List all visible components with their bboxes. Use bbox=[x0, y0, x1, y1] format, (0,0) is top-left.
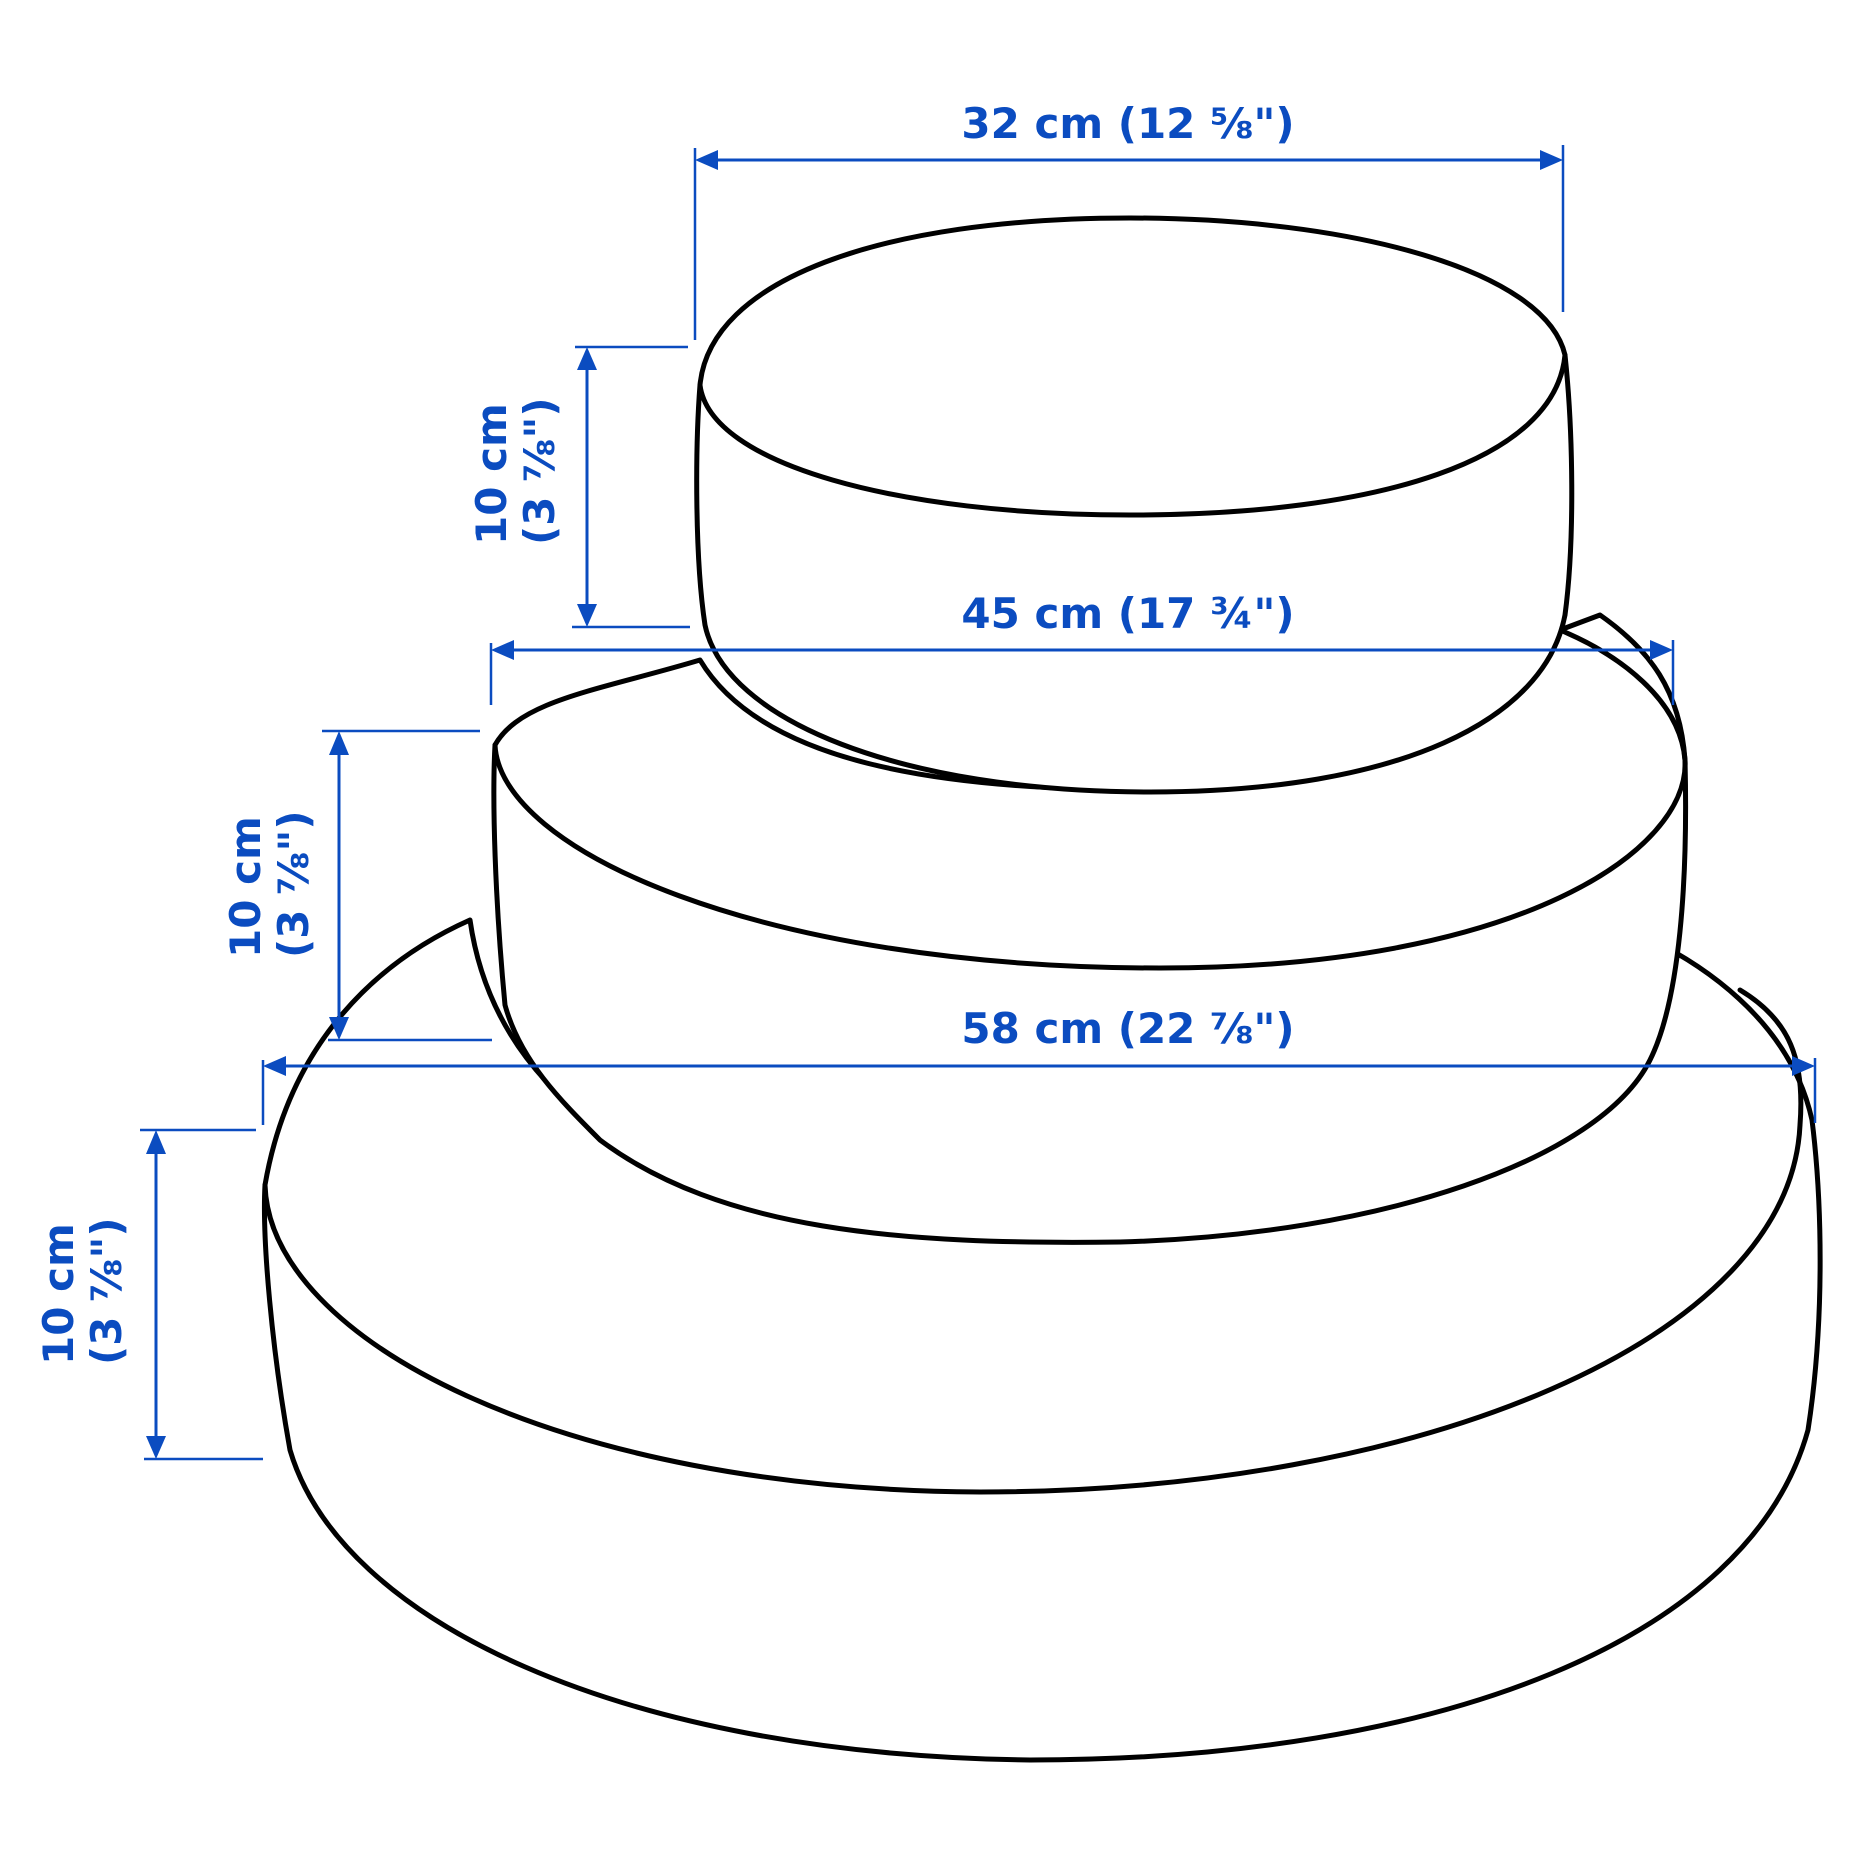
medium-cushion bbox=[491, 612, 1689, 1245]
large-height-cm: 10 cm bbox=[34, 1223, 83, 1365]
medium-cushion-body bbox=[491, 612, 1689, 1245]
medium-height-in: (3 ⅞") bbox=[269, 810, 319, 958]
medium-height-label: 10 cm (3 ⅞") bbox=[221, 810, 319, 958]
small-width-label: 32 cm (12 ⅝") bbox=[961, 99, 1295, 148]
medium-height-cm: 10 cm bbox=[221, 816, 270, 958]
small-width-dimension bbox=[693, 145, 1565, 340]
medium-width-dimension bbox=[489, 640, 1675, 705]
large-height-label: 10 cm (3 ⅞") bbox=[34, 1217, 132, 1365]
large-cushion-top-rim bbox=[262, 987, 1804, 1495]
small-cushion-top-rim bbox=[697, 352, 1568, 518]
medium-cushion-top-rim bbox=[492, 627, 1688, 971]
small-height-cm: 10 cm bbox=[467, 403, 516, 545]
large-height-dimension bbox=[140, 1128, 263, 1461]
small-cushion bbox=[694, 215, 1575, 795]
medium-width-label: 45 cm (17 ¾") bbox=[961, 589, 1295, 638]
small-height-dimension bbox=[572, 345, 690, 629]
small-height-label: 10 cm (3 ⅞") bbox=[467, 397, 565, 545]
large-height-in: (3 ⅞") bbox=[82, 1217, 132, 1365]
large-width-label: 58 cm (22 ⅞") bbox=[961, 1004, 1295, 1053]
small-height-in: (3 ⅞") bbox=[515, 397, 565, 545]
medium-height-dimension bbox=[322, 729, 492, 1042]
large-width-dimension bbox=[261, 1056, 1817, 1125]
small-cushion-body bbox=[694, 215, 1575, 795]
